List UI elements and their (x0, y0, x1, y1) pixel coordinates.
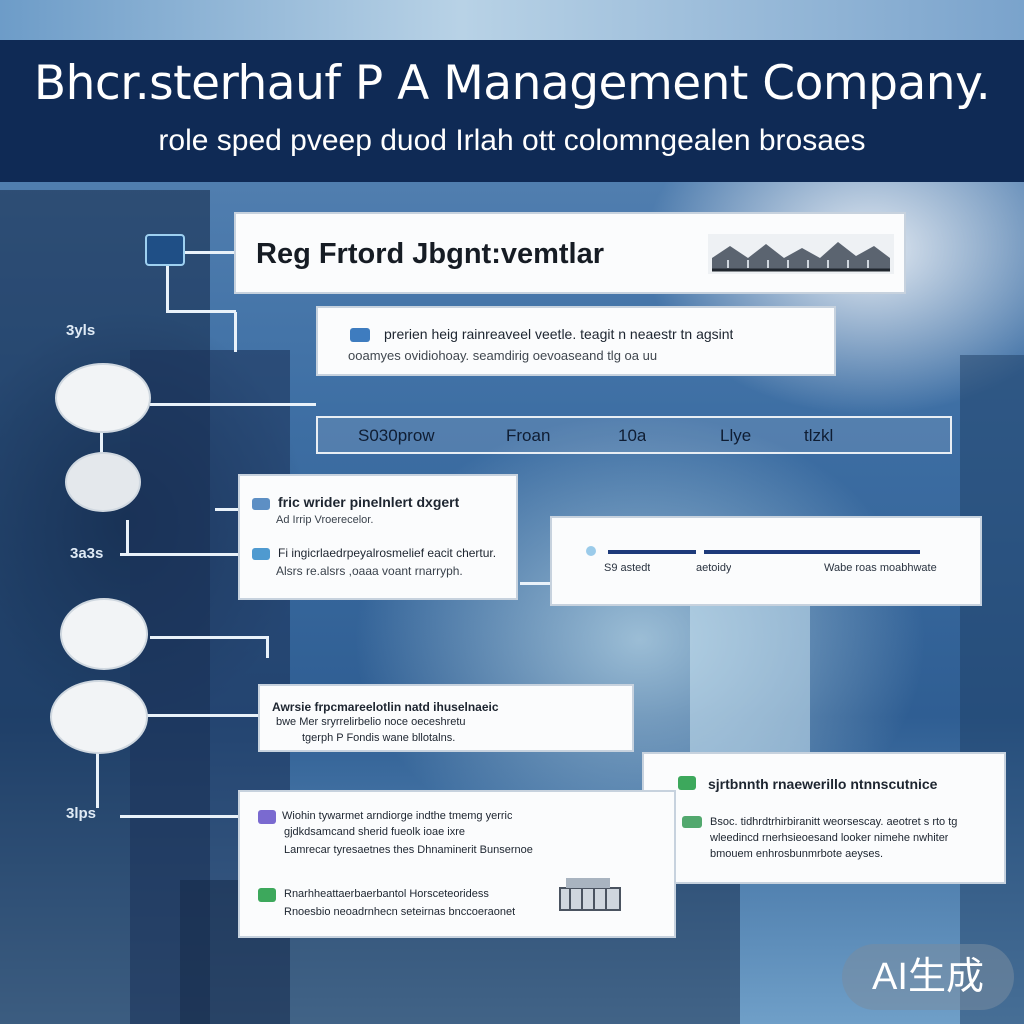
background-building (960, 355, 1024, 1024)
card-text-line: bwe Mer sryrrelirbelio noce oeceshretu (276, 716, 466, 728)
page-subtitle: role sped pveep duod Irlah ott colomngea… (158, 124, 866, 157)
connector-line (520, 582, 552, 585)
check-icon (258, 888, 276, 902)
server-node-icon (145, 234, 185, 266)
connector-line (234, 312, 237, 352)
card-subtitle: Ad Irrip Vroerecelor. (276, 514, 374, 526)
document-node-icon (65, 452, 141, 512)
card-text-line: wleedincd rnerhsieoesand looker nimehe n… (710, 832, 949, 844)
side-label: 3a3s (70, 545, 104, 562)
document-node-icon (50, 680, 148, 754)
chart-icon (252, 548, 270, 560)
stat-strip: S030prow Froan 10a Llye tlzkl (316, 416, 952, 454)
document-node-icon (55, 363, 151, 433)
info-card: prerien heig rainreaveel veetle. teagit … (316, 306, 836, 376)
stat-item: 10a (618, 426, 647, 445)
connector-line (120, 553, 240, 556)
card-text-line: Alsrs re.alsrs ,oaaa voant rnarryph. (276, 564, 463, 578)
connector-line (266, 636, 269, 658)
summary-card: sjrtbnnth rnaewerillo ntnnscutnice Bsoc.… (642, 752, 1006, 884)
progress-label: S9 astedt (604, 562, 651, 574)
card-text-line: Wiohin tywarmet arndiorge indthe tmemg y… (282, 810, 513, 822)
connector-line (150, 403, 316, 406)
connector-line (215, 508, 239, 511)
card-title: sjrtbnnth rnaewerillo ntnnscutnice (708, 776, 938, 792)
list-icon (682, 816, 702, 828)
page-title: Bhcr.sterhauf P A Management Company. (33, 56, 991, 111)
summary-icon (678, 776, 696, 790)
notes-card: Wiohin tywarmet arndiorge indthe tmemg y… (238, 790, 676, 938)
document-node-icon (60, 598, 148, 670)
progress-start-dot (586, 546, 596, 556)
ai-generated-badge: AI生成 (842, 944, 1014, 1010)
card-title: Reg Frtord Jbgnt:vemtlar (256, 238, 605, 270)
connector-line (126, 520, 129, 556)
connector-line (145, 714, 259, 717)
card-text-line: Lamrecar tyresaetnes thes Dhnaminerit Bu… (284, 844, 533, 856)
card-text-line: prerien heig rainreaveel veetle. teagit … (384, 326, 734, 342)
card-text-line: ooamyes ovidiohoay. seamdirig oevoaseand… (348, 348, 658, 363)
connector-line (120, 815, 238, 818)
notes-icon (258, 810, 276, 824)
card-text-line: Rnarhheattaerbaerbantol Horsceteoridess (284, 888, 489, 900)
connector-line (166, 310, 236, 313)
machine-thumbnail (556, 872, 624, 918)
connector-line (185, 251, 235, 254)
connector-line (100, 425, 103, 453)
card-text-line: Bsoc. tidhrdtrhirbiranitt weorsescay. ae… (710, 816, 958, 828)
document-icon (252, 498, 270, 510)
progress-card: S9 astedt aetoidy Wabe roas moabhwate (550, 516, 982, 606)
progress-bar (608, 550, 696, 554)
card-text-line: Rnoesbio neoadrnhecn seteirnas bnccoerao… (284, 906, 516, 918)
stat-item: Froan (506, 426, 551, 445)
connector-line (166, 262, 169, 312)
card-text-line: Fi ingicrlaedrpeyalrosmelief eacit chert… (278, 546, 497, 560)
stat-item: S030prow (358, 426, 435, 445)
side-label: 3yls (66, 322, 96, 339)
card-title: fric wrider pinelnlert dxgert (278, 494, 460, 510)
header-banner (0, 40, 1024, 182)
card-text-line: gjdkdsamcand sherid fueolk ioae ixre (284, 826, 465, 838)
card-title: Awrsie frpcmareelotlin natd ihuselnaeic (272, 700, 499, 714)
progress-label: aetoidy (696, 562, 732, 574)
details-card: Awrsie frpcmareelotlin natd ihuselnaeic … (258, 684, 634, 752)
card-text-line: bmouem enhrosbunmrbote aeyses. (710, 848, 884, 860)
progress-bar (704, 550, 920, 554)
header-card: Reg Frtord Jbgnt:vemtlar (234, 212, 906, 294)
info-icon (350, 328, 370, 342)
feature-card: fric wrider pinelnlert dxgert Ad Irrip V… (238, 474, 518, 600)
background-sky (0, 0, 1024, 40)
progress-label: Wabe roas moabhwate (824, 562, 937, 574)
connector-line (96, 748, 99, 808)
building-thumbnail (708, 234, 894, 274)
side-label: 3lps (66, 805, 97, 822)
connector-line (150, 636, 268, 639)
card-text-line: tgerph P Fondis wane bllotalns. (302, 732, 456, 744)
stat-item: tlzkl (804, 426, 834, 445)
stat-item: Llye (720, 426, 752, 445)
